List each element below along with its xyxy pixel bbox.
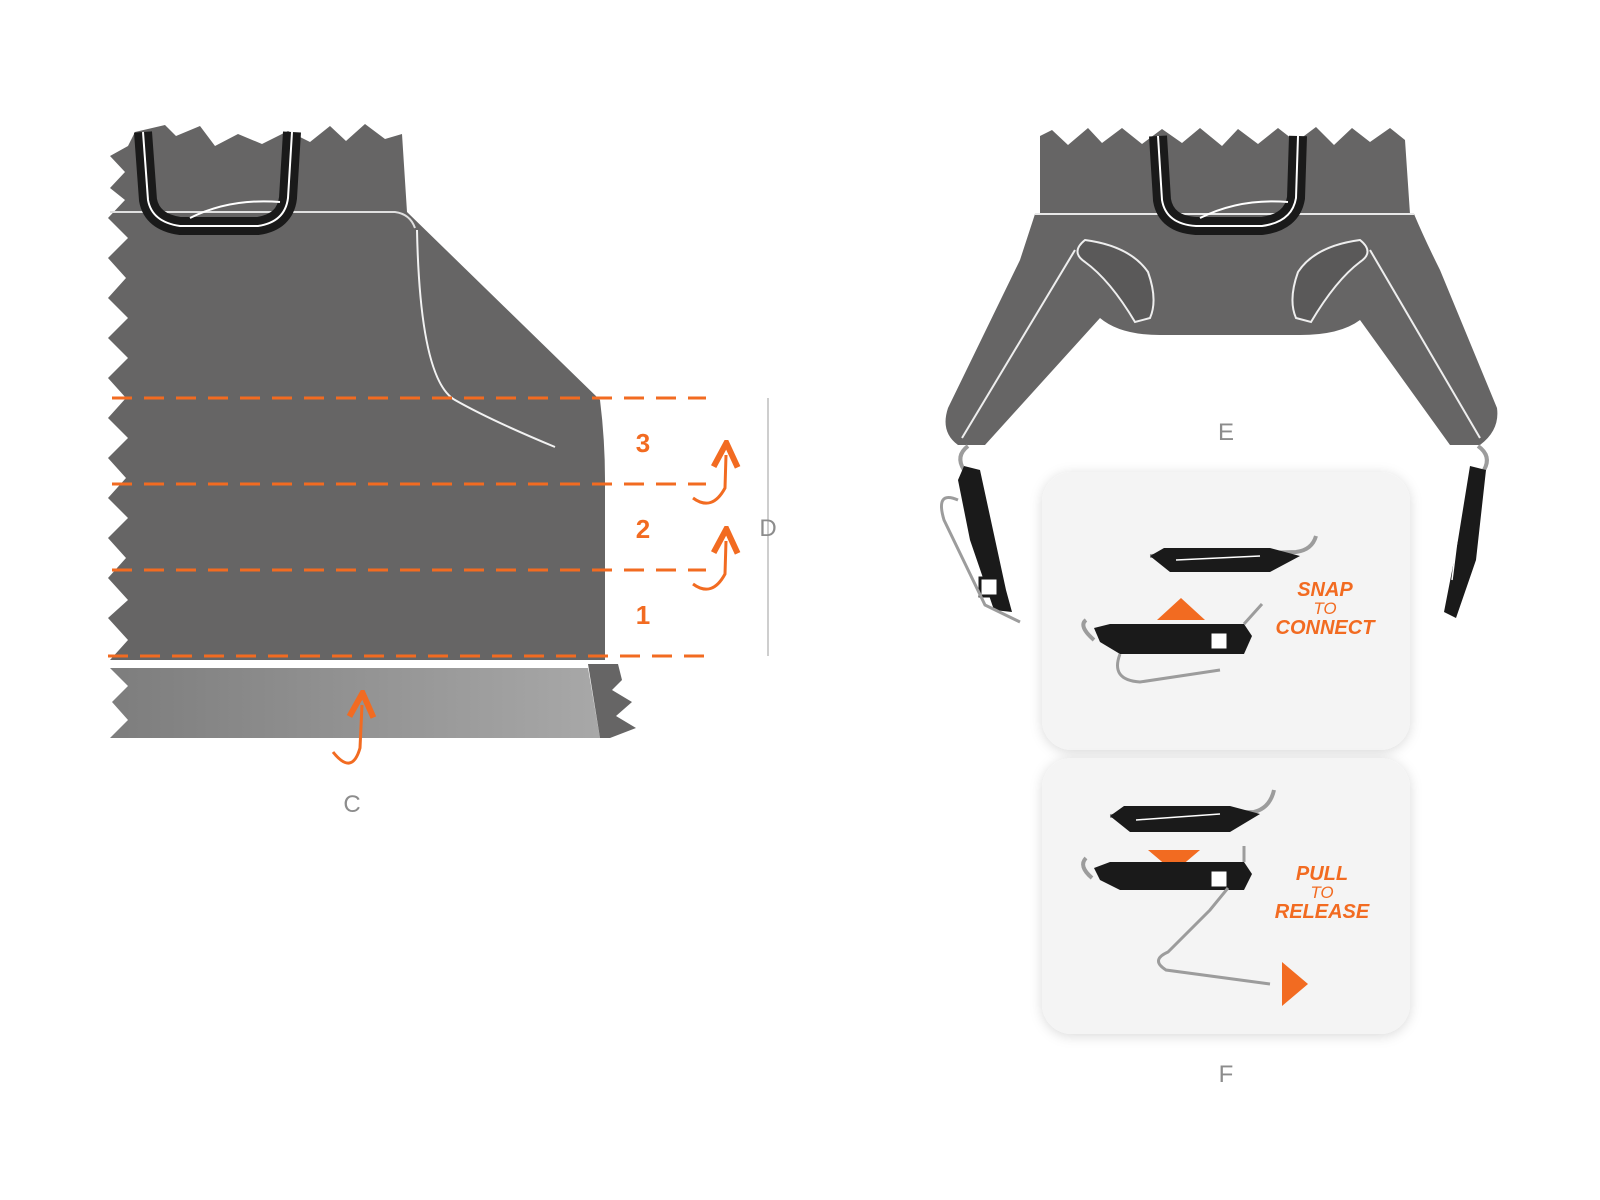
buckle-male-icon: [1109, 789, 1276, 832]
seam-curve: [416, 229, 556, 448]
buckle-female-icon: [1081, 602, 1264, 684]
buckle-right-icon: [1444, 444, 1489, 618]
buckle-male-icon: [1149, 535, 1318, 572]
harness-yoke: [945, 214, 1498, 445]
connect-line-2: TO: [1313, 599, 1336, 618]
seam-line: [110, 211, 416, 229]
arrow-up-icon: [1157, 598, 1205, 620]
shoulder-pad-right: [1291, 238, 1369, 324]
figure-label-e: E: [1218, 419, 1234, 446]
harness-top: [1040, 127, 1410, 214]
strap-edge: [1369, 249, 1481, 439]
handle-loop-icon: [1149, 135, 1307, 235]
figure-cd: 3 2 1 D C: [108, 124, 777, 818]
figure-label-c: C: [343, 791, 360, 818]
strip-end: [588, 664, 636, 738]
shoulder-pad-left: [1076, 238, 1155, 324]
figure-e: E: [940, 127, 1498, 624]
bottom-strip: [110, 668, 600, 738]
arrow-right-icon: [1282, 962, 1308, 1006]
buckle-left-icon: [940, 444, 1021, 624]
step-3-label: 3: [636, 428, 650, 458]
step-2-label: 2: [636, 514, 650, 544]
fold-arrow-icon: [692, 541, 726, 591]
fold-lines: [108, 396, 706, 658]
panel-connect: [1042, 472, 1410, 750]
fold-arrow-icon: [331, 705, 362, 765]
step-1-label: 1: [636, 600, 650, 630]
release-line-3: RELEASE: [1275, 901, 1370, 923]
figure-f: SNAP TO CONNECT PULL TO RELEASE F: [1042, 472, 1410, 1088]
panel-release: [1042, 758, 1410, 1034]
release-line-1: PULL: [1296, 863, 1348, 885]
handle-loop-icon: [134, 131, 301, 235]
buckle-female-icon: [1081, 846, 1271, 986]
connect-line-3: CONNECT: [1276, 617, 1377, 639]
fold-arrow-icon: [692, 455, 726, 505]
figure-label-d: D: [759, 515, 776, 542]
connect-line-1: SNAP: [1297, 579, 1353, 601]
arrow-down-icon: [1148, 850, 1200, 872]
release-line-2: TO: [1310, 883, 1333, 902]
strap-edge: [961, 249, 1076, 439]
figure-label-f: F: [1219, 1061, 1234, 1088]
pack-panel: [108, 124, 605, 660]
